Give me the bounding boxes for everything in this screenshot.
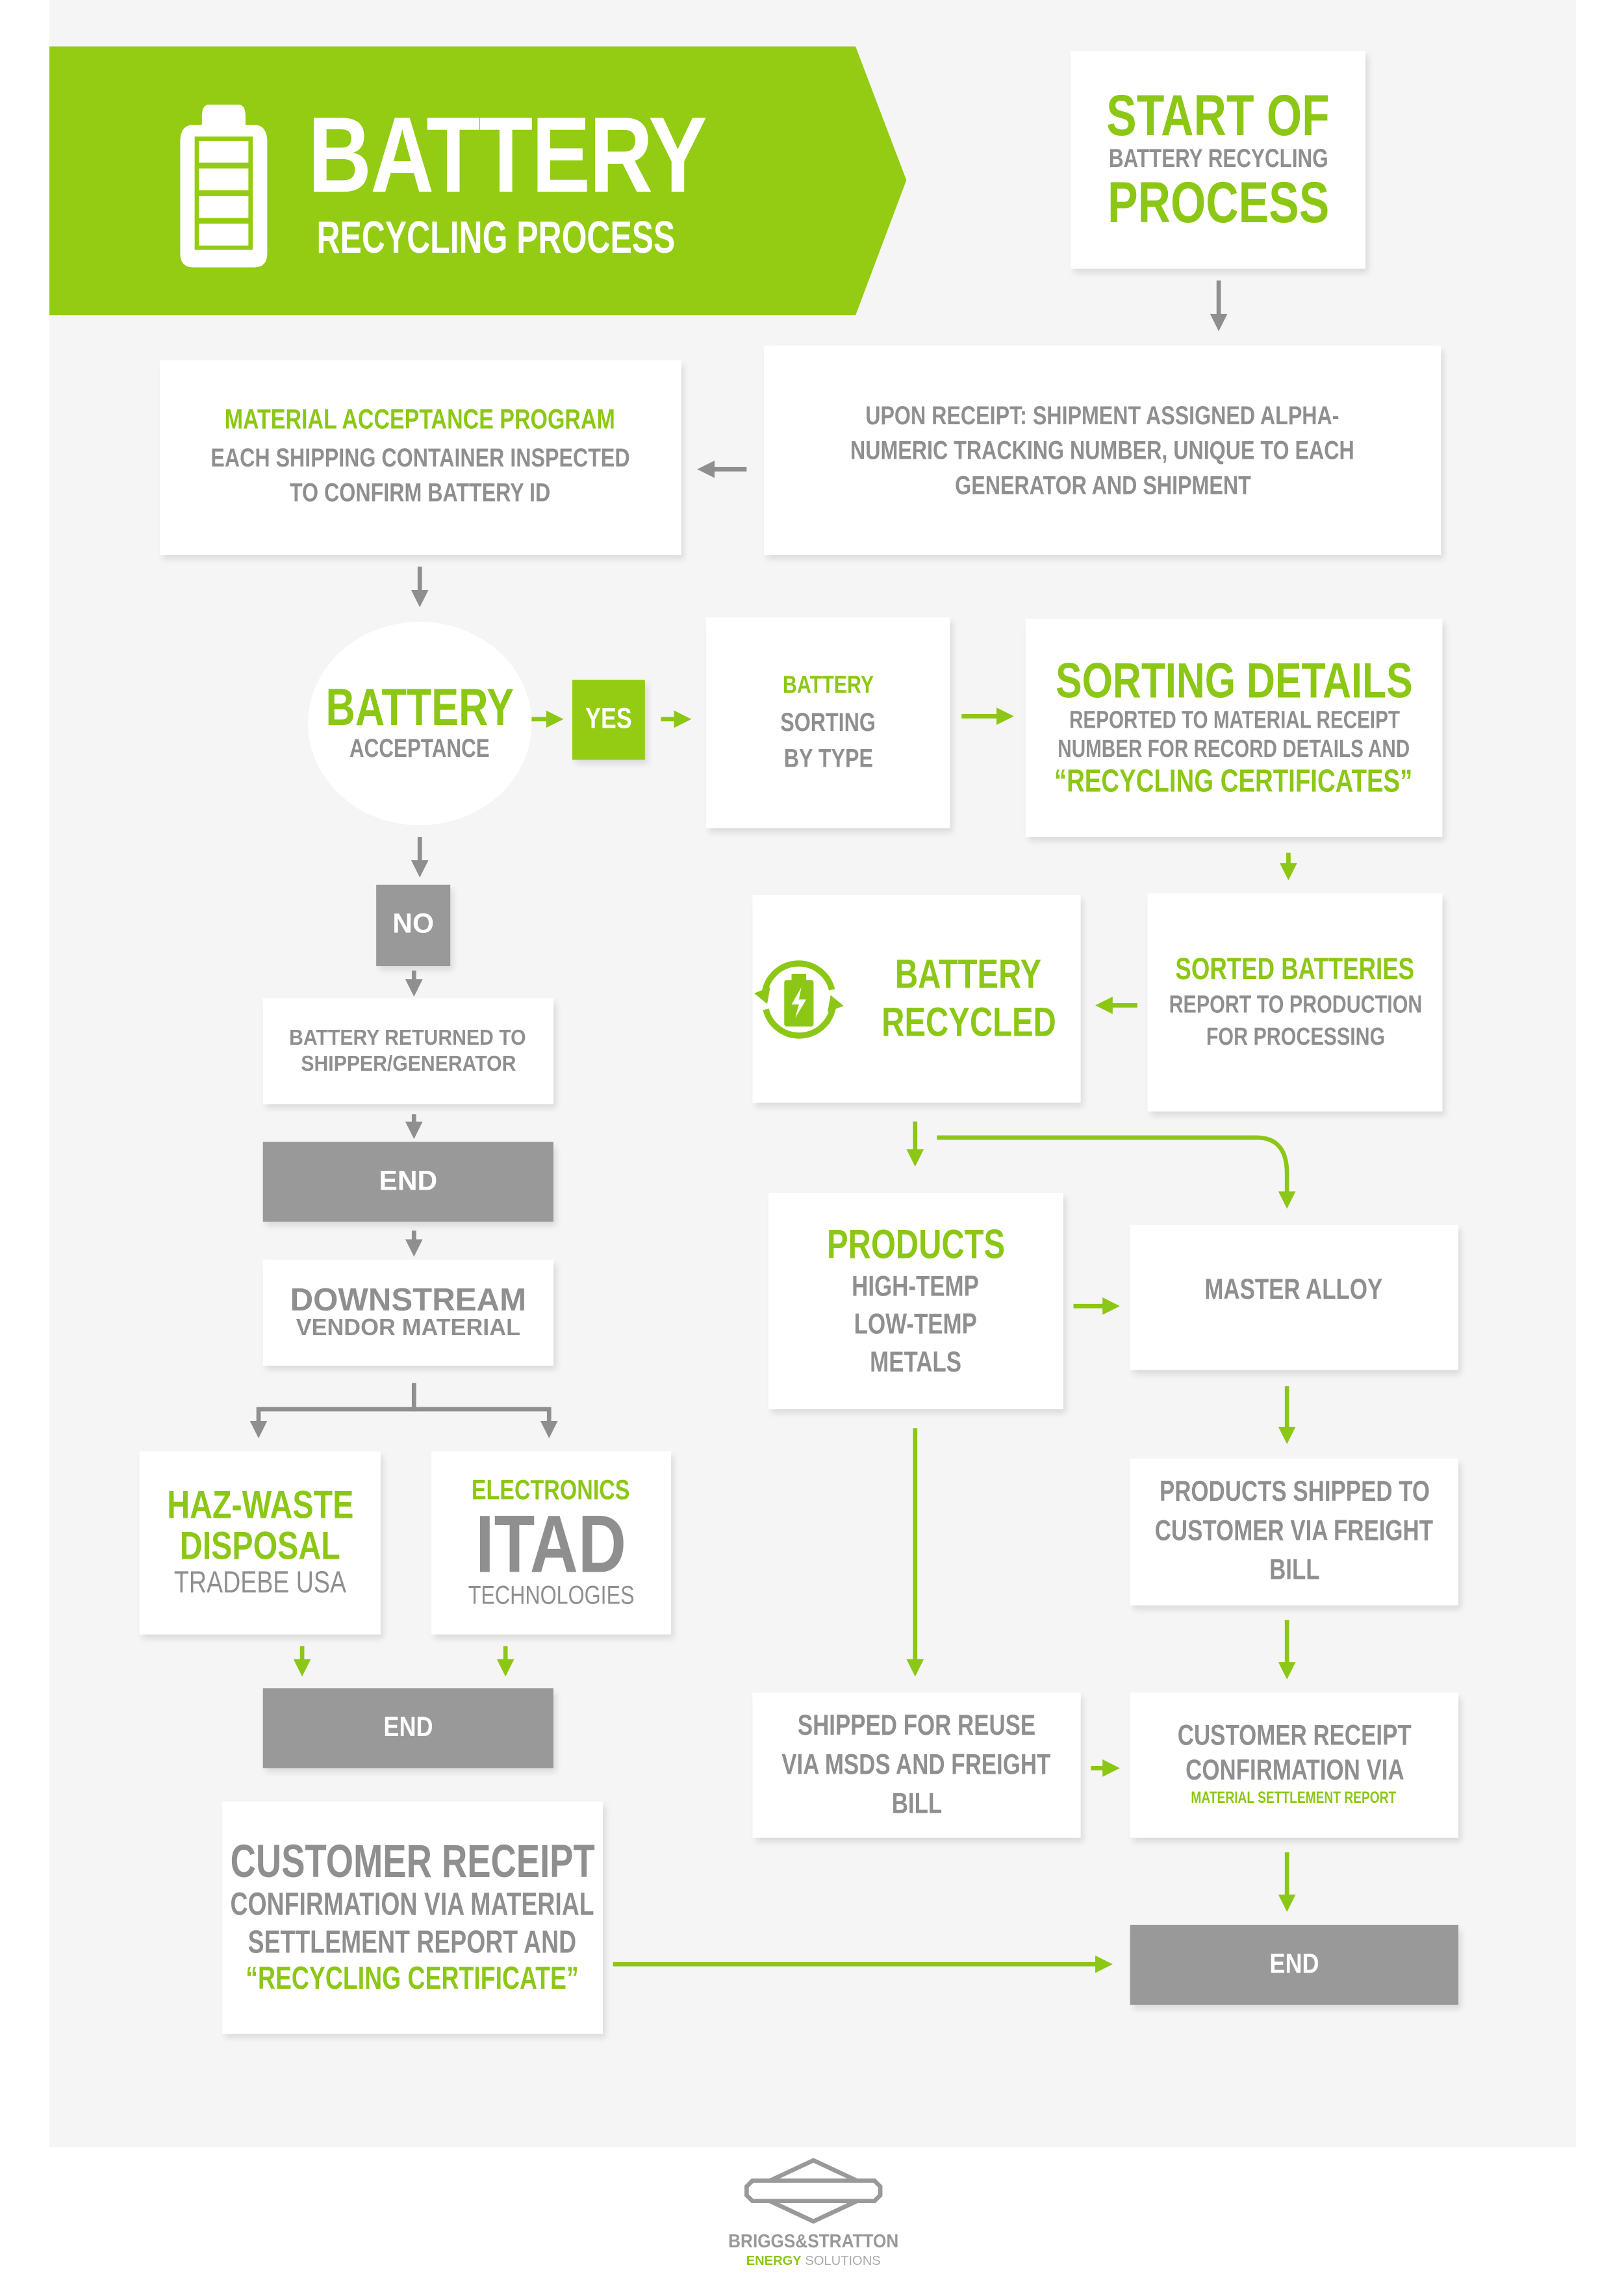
products-shipped-node: PRODUCTS SHIPPED TO CUSTOMER VIA FREIGHT… — [1130, 1459, 1459, 1605]
electronics-line1: ELECTRONICS — [472, 1476, 631, 1507]
customer-receipt-right-node: CUSTOMER RECEIPT CONFIRMATION VIA MATERI… — [1130, 1693, 1459, 1838]
sorting-by-type-line3: BY TYPE — [783, 743, 873, 773]
end-2-label: END — [383, 1712, 433, 1743]
downstream-node: DOWNSTREAM VENDOR MATERIAL — [262, 1259, 553, 1366]
battery-returned-line2: SHIPPER/GENERATOR — [300, 1051, 516, 1076]
end-1-label: END — [379, 1166, 438, 1197]
downstream-line1: DOWNSTREAM — [290, 1281, 527, 1318]
start-node: START OF BATTERY RECYCLING PROCESS — [1071, 51, 1365, 269]
downstream-line2: VENDOR MATERIAL — [296, 1316, 520, 1342]
banner-subtitle: RECYCLING PROCESS — [316, 212, 676, 263]
products-line1: HIGH-TEMP — [852, 1271, 980, 1304]
battery-recycled-line1: BATTERY — [895, 952, 1043, 997]
sorted-batteries-line1: REPORT TO PRODUCTION — [1168, 990, 1422, 1018]
banner-title: BATTERY — [308, 94, 707, 215]
sorting-by-type-node: BATTERY SORTING BY TYPE — [705, 617, 950, 828]
customer-receipt-left-line3: SETTLEMENT REPORT AND — [248, 1923, 577, 1960]
material-acceptance-title: MATERIAL ACCEPTANCE PROGRAM — [225, 405, 616, 437]
master-alloy-node: MASTER ALLOY — [1130, 1225, 1459, 1370]
electronics-line3: TECHNOLOGIES — [468, 1581, 635, 1610]
end-node-3: END — [1130, 1924, 1459, 2005]
upon-receipt-line1: UPON RECEIPT: SHIPMENT ASSIGNED ALPHA- — [865, 400, 1339, 429]
end-node-2: END — [262, 1688, 553, 1769]
shipped-for-reuse-node: SHIPPED FOR REUSE VIA MSDS AND FREIGHT B… — [752, 1693, 1081, 1838]
customer-receipt-right-line3: MATERIAL SETTLEMENT REPORT — [1191, 1790, 1397, 1808]
no-label: NO — [392, 909, 435, 940]
battery-acceptance-title: BATTERY — [325, 677, 514, 737]
sorting-details-node: SORTING DETAILS REPORTED TO MATERIAL REC… — [1025, 619, 1443, 837]
customer-receipt-left-line1: CUSTOMER RECEIPT — [230, 1834, 595, 1887]
customer-receipt-right-line2: CONFIRMATION VIA — [1185, 1755, 1404, 1788]
products-shipped-line1: PRODUCTS SHIPPED TO — [1159, 1476, 1430, 1509]
products-shipped-line3: BILL — [1269, 1554, 1320, 1587]
haz-waste-node: HAZ-WASTE DISPOSAL TRADEBE USA — [139, 1451, 381, 1635]
shipped-reuse-line1: SHIPPED FOR REUSE — [797, 1709, 1036, 1741]
briggs-stratton-logo-icon — [744, 2158, 883, 2224]
material-acceptance-node: MATERIAL ACCEPTANCE PROGRAM EACH SHIPPIN… — [159, 360, 681, 556]
sorting-by-type-line1: BATTERY — [782, 671, 874, 699]
electronics-line2: ITAD — [476, 1498, 627, 1590]
sorted-batteries-node: SORTED BATTERIES REPORT TO PRODUCTION FO… — [1147, 893, 1443, 1112]
sorting-details-line2: NUMBER FOR RECORD DETAILS AND — [1058, 735, 1410, 763]
upon-receipt-line2: NUMERIC TRACKING NUMBER, UNIQUE TO EACH — [850, 435, 1355, 465]
title-banner: BATTERY RECYCLING PROCESS — [49, 46, 907, 316]
material-acceptance-line1: EACH SHIPPING CONTAINER INSPECTED — [210, 443, 630, 472]
sorting-details-line1: REPORTED TO MATERIAL RECEIPT — [1069, 705, 1400, 734]
sorting-details-title: SORTING DETAILS — [1055, 653, 1413, 709]
no-node: NO — [376, 884, 451, 967]
briggs-stratton-logo: BRIGGS&STRATTON ENERGY SOLUTIONS — [683, 2158, 944, 2274]
start-line2: BATTERY RECYCLING — [1108, 144, 1328, 173]
battery-recycled-line2: RECYCLED — [882, 999, 1056, 1044]
battery-recycled-node: BATTERY RECYCLED — [752, 895, 1081, 1103]
products-node: PRODUCTS HIGH-TEMP LOW-TEMP METALS — [768, 1192, 1063, 1410]
products-shipped-line2: CUSTOMER VIA FREIGHT — [1155, 1515, 1434, 1548]
start-line3: PROCESS — [1107, 171, 1329, 236]
brand-name: BRIGGS&STRATTON — [728, 2230, 899, 2252]
sorting-by-type-line2: SORTING — [780, 707, 876, 736]
end-node-1: END — [262, 1142, 553, 1222]
customer-receipt-right-line1: CUSTOMER RECEIPT — [1177, 1720, 1412, 1753]
tagline-solutions: SOLUTIONS — [805, 2253, 881, 2268]
products-title: PRODUCTS — [826, 1221, 1005, 1267]
battery-acceptance-decision: BATTERY ACCEPTANCE — [308, 622, 532, 826]
sorted-batteries-line2: FOR PROCESSING — [1205, 1022, 1385, 1050]
products-line2: LOW-TEMP — [854, 1309, 978, 1342]
material-acceptance-line2: TO CONFIRM BATTERY ID — [290, 478, 552, 508]
yes-label: YES — [585, 703, 632, 735]
customer-receipt-left-line4: “RECYCLING CERTIFICATE” — [246, 1960, 579, 1997]
haz-waste-line1: HAZ-WASTE — [166, 1483, 353, 1527]
shipped-reuse-line3: BILL — [891, 1787, 942, 1820]
haz-waste-line3: TRADEBE USA — [173, 1566, 346, 1600]
master-alloy-label: MASTER ALLOY — [1205, 1274, 1384, 1307]
shipped-reuse-line2: VIA MSDS AND FREIGHT — [781, 1748, 1052, 1781]
upon-receipt-node: UPON RECEIPT: SHIPMENT ASSIGNED ALPHA- N… — [764, 346, 1441, 556]
upon-receipt-line3: GENERATOR AND SHIPMENT — [954, 470, 1251, 500]
customer-receipt-left-line2: CONFIRMATION VIA MATERIAL — [231, 1886, 595, 1923]
products-line3: METALS — [870, 1347, 962, 1379]
yes-node: YES — [572, 680, 645, 760]
sorted-batteries-title: SORTED BATTERIES — [1175, 953, 1415, 988]
haz-waste-line2: DISPOSAL — [179, 1524, 340, 1568]
battery-icon — [180, 104, 268, 268]
battery-returned-line1: BATTERY RETURNED TO — [290, 1026, 527, 1051]
start-line1: START OF — [1106, 84, 1330, 149]
tagline-energy: ENERGY — [746, 2253, 802, 2268]
sorting-details-line3: “RECYCLING CERTIFICATES” — [1054, 763, 1414, 800]
battery-acceptance-subtitle: ACCEPTANCE — [349, 734, 490, 763]
recycle-battery-icon — [754, 960, 844, 1038]
customer-receipt-left-node: CUSTOMER RECEIPT CONFIRMATION VIA MATERI… — [222, 1801, 603, 2034]
battery-returned-node: BATTERY RETURNED TO SHIPPER/GENERATOR — [262, 998, 553, 1105]
electronics-itad-node: ELECTRONICS ITAD TECHNOLOGIES — [431, 1451, 672, 1635]
end-3-label: END — [1269, 1948, 1319, 1980]
